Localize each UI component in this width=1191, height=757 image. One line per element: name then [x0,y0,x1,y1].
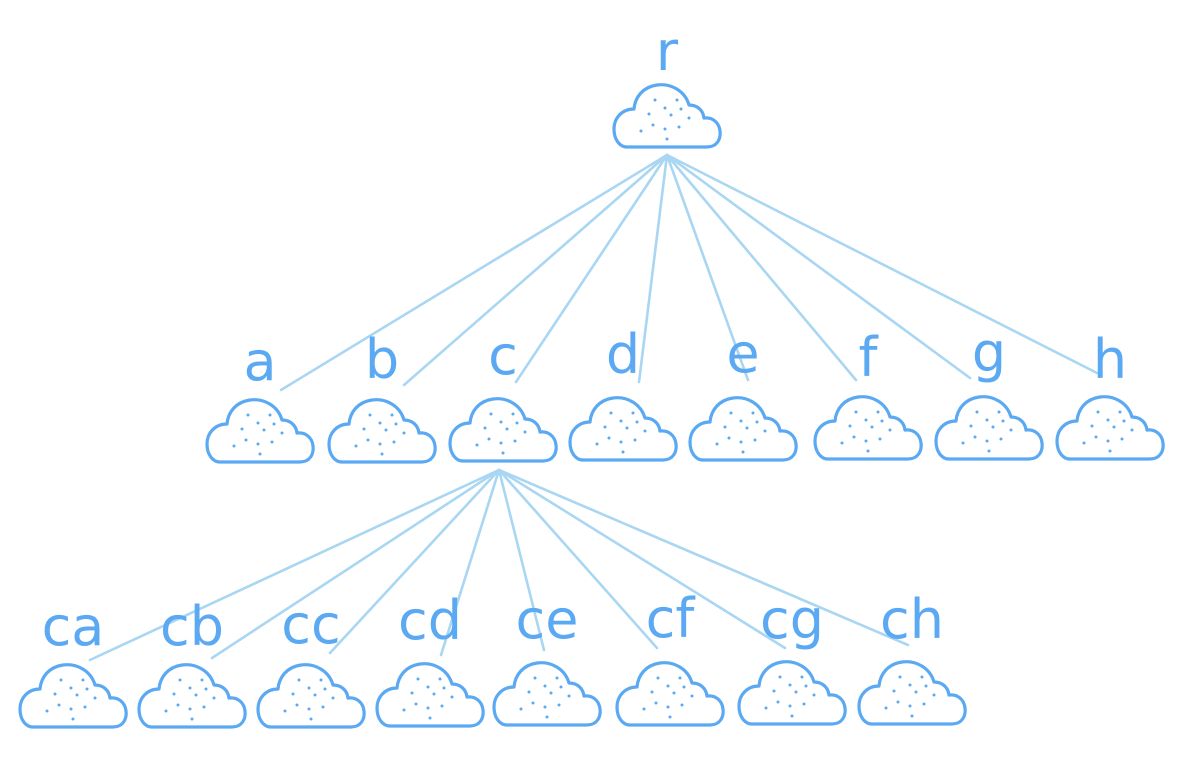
cloud-icon [1055,395,1165,461]
edge-c-cd [439,468,501,657]
edge-c-cc [328,468,501,655]
node-label-root: r [656,20,679,83]
edge-c-ce [497,468,546,652]
node-label-c: c [488,324,518,387]
node-label-cc: cc [281,593,340,656]
edge-c-cg [497,468,787,650]
node-label-h: h [1093,328,1127,391]
node-label-e: e [726,322,759,385]
node-label-b: b [365,328,399,391]
edge-root-d [637,153,669,384]
cloud-icon [448,397,558,463]
edge-root-f [665,153,858,382]
edge-root-b [402,153,669,387]
node-label-cb: cb [160,595,224,658]
node-label-d: d [606,323,640,386]
cloud-icon [375,662,485,728]
edge-c-ch [497,468,910,647]
edge-root-a [279,153,669,392]
edge-root-g [665,153,972,380]
cloud-icon [205,398,315,464]
cloud-icon [688,396,798,462]
node-label-cf: cf [646,587,697,650]
node-label-a: a [243,330,276,393]
cloud-icon [18,663,128,729]
node-label-ce: ce [516,588,579,651]
edge-c-ca [88,468,501,662]
cloud-icon [492,661,602,727]
cloud-icon [857,660,967,726]
node-label-cd: cd [398,589,462,652]
node-label-ca: ca [42,595,105,658]
cloud-icon [327,398,437,464]
cloud-icon [568,396,678,462]
edge-root-e [665,153,750,382]
cloud-icon [934,395,1044,461]
edge-c-cf [497,468,659,650]
cloud-icon [612,83,722,149]
cloud-icon [737,660,847,726]
cloud-icon [137,663,247,729]
node-label-ch: ch [880,588,944,651]
node-label-cg: cg [760,588,824,651]
node-label-f: f [858,326,879,389]
cloud-icon [256,663,366,729]
cloud-icon [813,395,923,461]
edges-layer [88,153,1099,662]
edge-root-c [514,153,669,384]
node-label-g: g [972,321,1006,384]
edge-c-cb [210,468,501,660]
cloud-icon [615,661,725,727]
edge-root-h [665,153,1099,375]
